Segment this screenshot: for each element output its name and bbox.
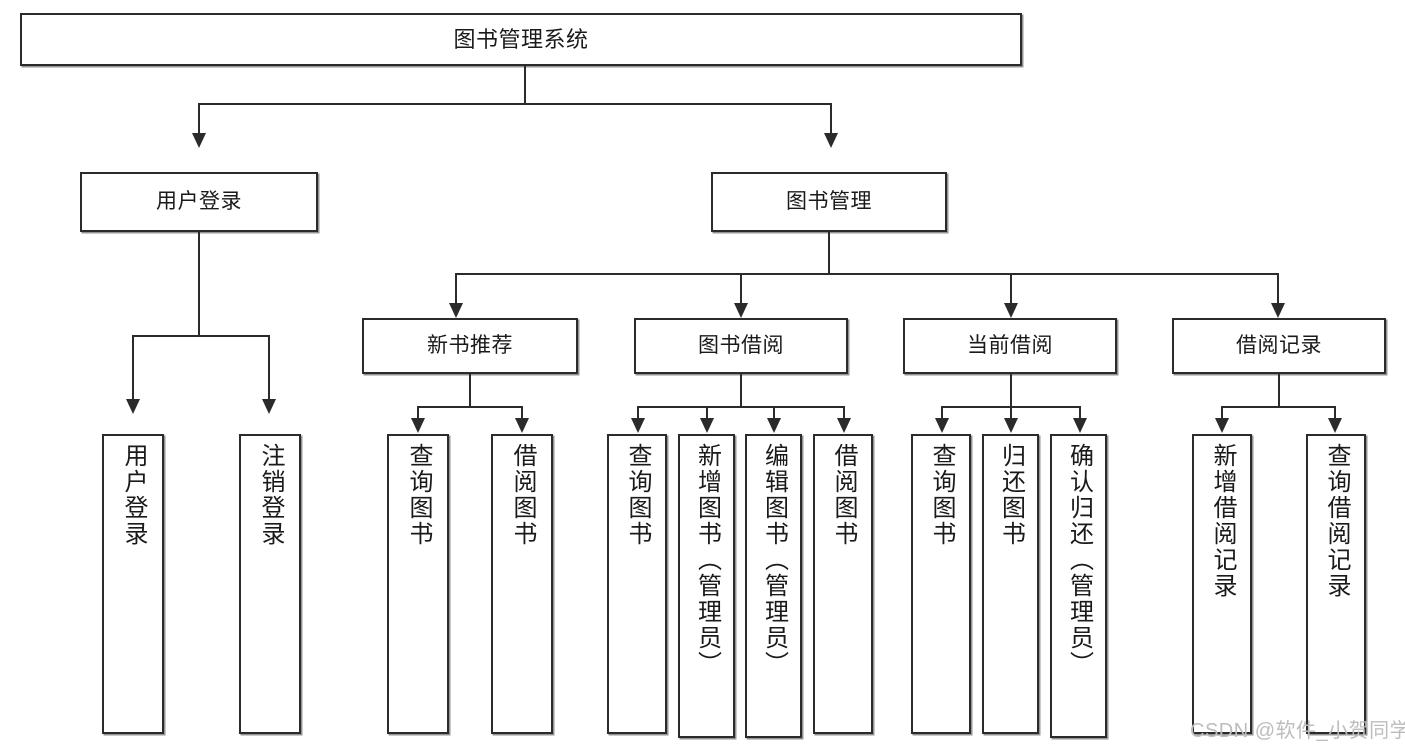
node-leaf-return-book[interactable]: 归还图书 bbox=[982, 434, 1039, 734]
node-leaf-user-logout[interactable]: 注销登录 bbox=[239, 434, 301, 734]
connector-bb-bar bbox=[637, 406, 845, 408]
connector-cb-c2 bbox=[1010, 406, 1012, 421]
arrowhead-leaf-query-book-3 bbox=[935, 418, 949, 433]
node-leaf-query-book-3[interactable]: 查询图书 bbox=[911, 434, 971, 734]
arrowhead-leaf-confirm-return bbox=[1073, 418, 1087, 433]
node-leaf-query-book-1[interactable]: 查询图书 bbox=[387, 434, 449, 734]
connector-root-to-user-login bbox=[198, 103, 200, 135]
node-leaf-confirm-return[interactable]: 确认归还（管理员） bbox=[1050, 434, 1107, 738]
arrowhead-leaf-user-login bbox=[126, 399, 140, 414]
arrowhead-user-login bbox=[192, 133, 206, 148]
node-leaf-edit-book-label: 编辑图书（管理员） bbox=[760, 443, 788, 677]
node-new-book-rec[interactable]: 新书推荐 bbox=[362, 318, 578, 374]
node-book-borrow[interactable]: 图书借阅 bbox=[634, 318, 848, 374]
arrowhead-leaf-user-logout bbox=[262, 399, 276, 414]
node-book-manage[interactable]: 图书管理 bbox=[711, 172, 947, 232]
connector-cb-c1 bbox=[941, 406, 943, 421]
node-leaf-borrow-book-1[interactable]: 借阅图书 bbox=[491, 434, 553, 734]
arrowhead-leaf-borrow-book-2 bbox=[837, 418, 851, 433]
connector-cb-stem bbox=[1010, 374, 1012, 408]
connector-user-login-left bbox=[132, 335, 134, 401]
node-leaf-query-record-label: 查询借阅记录 bbox=[1322, 443, 1350, 599]
node-book-manage-label: 图书管理 bbox=[786, 189, 872, 213]
connector-bb-c4 bbox=[843, 406, 845, 421]
connector-cb-c3 bbox=[1079, 406, 1081, 421]
connector-br-stem bbox=[1278, 374, 1280, 408]
node-leaf-query-book-3-label: 查询图书 bbox=[927, 443, 955, 547]
connector-bm-to-book-borrow bbox=[740, 273, 742, 305]
connector-nbr-right bbox=[521, 406, 523, 421]
connector-bm-to-borrow-record bbox=[1277, 273, 1279, 305]
node-user-login[interactable]: 用户登录 bbox=[80, 172, 318, 232]
node-borrow-record-label: 借阅记录 bbox=[1236, 333, 1322, 357]
connector-br-bar bbox=[1221, 406, 1336, 408]
connector-bb-c3 bbox=[773, 406, 775, 421]
connector-br-right bbox=[1334, 406, 1336, 421]
connector-book-manage-stem bbox=[828, 232, 830, 275]
node-leaf-query-record[interactable]: 查询借阅记录 bbox=[1306, 434, 1366, 734]
node-leaf-add-record[interactable]: 新增借阅记录 bbox=[1192, 434, 1252, 734]
node-user-login-label: 用户登录 bbox=[156, 189, 242, 213]
connector-root-stem bbox=[524, 66, 526, 104]
node-leaf-add-record-label: 新增借阅记录 bbox=[1208, 443, 1236, 599]
connector-user-login-stem bbox=[198, 232, 200, 336]
node-leaf-query-book-2[interactable]: 查询图书 bbox=[607, 434, 667, 734]
node-new-book-rec-label: 新书推荐 bbox=[427, 333, 513, 357]
node-leaf-edit-book[interactable]: 编辑图书（管理员） bbox=[745, 434, 802, 738]
arrowhead-leaf-edit-book bbox=[767, 418, 781, 433]
connector-bm-to-new-book-rec bbox=[455, 273, 457, 305]
node-leaf-query-book-1-label: 查询图书 bbox=[404, 443, 432, 547]
node-leaf-borrow-book-1-label: 借阅图书 bbox=[508, 443, 536, 547]
node-book-borrow-label: 图书借阅 bbox=[698, 333, 784, 357]
node-current-borrow[interactable]: 当前借阅 bbox=[903, 318, 1117, 374]
watermark-text: CSDN @软件_小贺同学 bbox=[1190, 720, 1405, 742]
arrowhead-current-borrow bbox=[1004, 303, 1018, 318]
connector-bb-c2 bbox=[706, 406, 708, 421]
connector-root-bar bbox=[198, 103, 832, 105]
node-leaf-query-book-2-label: 查询图书 bbox=[623, 443, 651, 547]
arrowhead-leaf-query-book-1 bbox=[411, 418, 425, 433]
arrowhead-leaf-add-book bbox=[700, 418, 714, 433]
node-leaf-confirm-return-label: 确认归还（管理员） bbox=[1065, 443, 1093, 677]
node-root[interactable]: 图书管理系统 bbox=[20, 13, 1022, 66]
arrowhead-leaf-add-record bbox=[1215, 418, 1229, 433]
arrowhead-borrow-record bbox=[1271, 303, 1285, 318]
connector-bm-to-current-borrow bbox=[1010, 273, 1012, 305]
connector-user-login-right bbox=[268, 335, 270, 401]
connector-br-left bbox=[1221, 406, 1223, 421]
node-leaf-borrow-book-2-label: 借阅图书 bbox=[829, 443, 857, 547]
arrowhead-new-book-rec bbox=[449, 303, 463, 318]
arrowhead-book-manage bbox=[824, 133, 838, 148]
arrowhead-leaf-query-record bbox=[1328, 418, 1342, 433]
connector-bb-stem bbox=[740, 374, 742, 408]
node-leaf-add-book[interactable]: 新增图书（管理员） bbox=[678, 434, 735, 738]
node-leaf-borrow-book-2[interactable]: 借阅图书 bbox=[813, 434, 873, 734]
node-borrow-record[interactable]: 借阅记录 bbox=[1172, 318, 1386, 374]
connector-nbr-stem bbox=[469, 374, 471, 408]
node-leaf-return-book-label: 归还图书 bbox=[997, 443, 1025, 547]
connector-nbr-bar bbox=[417, 406, 522, 408]
node-leaf-add-book-label: 新增图书（管理员） bbox=[693, 443, 721, 677]
connector-bb-c1 bbox=[637, 406, 639, 421]
arrowhead-leaf-borrow-book-1 bbox=[515, 418, 529, 433]
node-leaf-user-login-label: 用户登录 bbox=[119, 443, 147, 547]
arrowhead-leaf-return-book bbox=[1004, 418, 1018, 433]
connector-book-manage-bar bbox=[455, 273, 1279, 275]
connector-user-login-bar bbox=[132, 335, 270, 337]
connector-root-to-book-manage bbox=[830, 103, 832, 135]
connector-nbr-left bbox=[417, 406, 419, 421]
node-current-borrow-label: 当前借阅 bbox=[967, 333, 1053, 357]
node-leaf-user-login[interactable]: 用户登录 bbox=[102, 434, 164, 734]
node-leaf-user-logout-label: 注销登录 bbox=[256, 443, 284, 547]
arrowhead-book-borrow bbox=[734, 303, 748, 318]
arrowhead-leaf-query-book-2 bbox=[631, 418, 645, 433]
node-root-label: 图书管理系统 bbox=[453, 26, 589, 52]
